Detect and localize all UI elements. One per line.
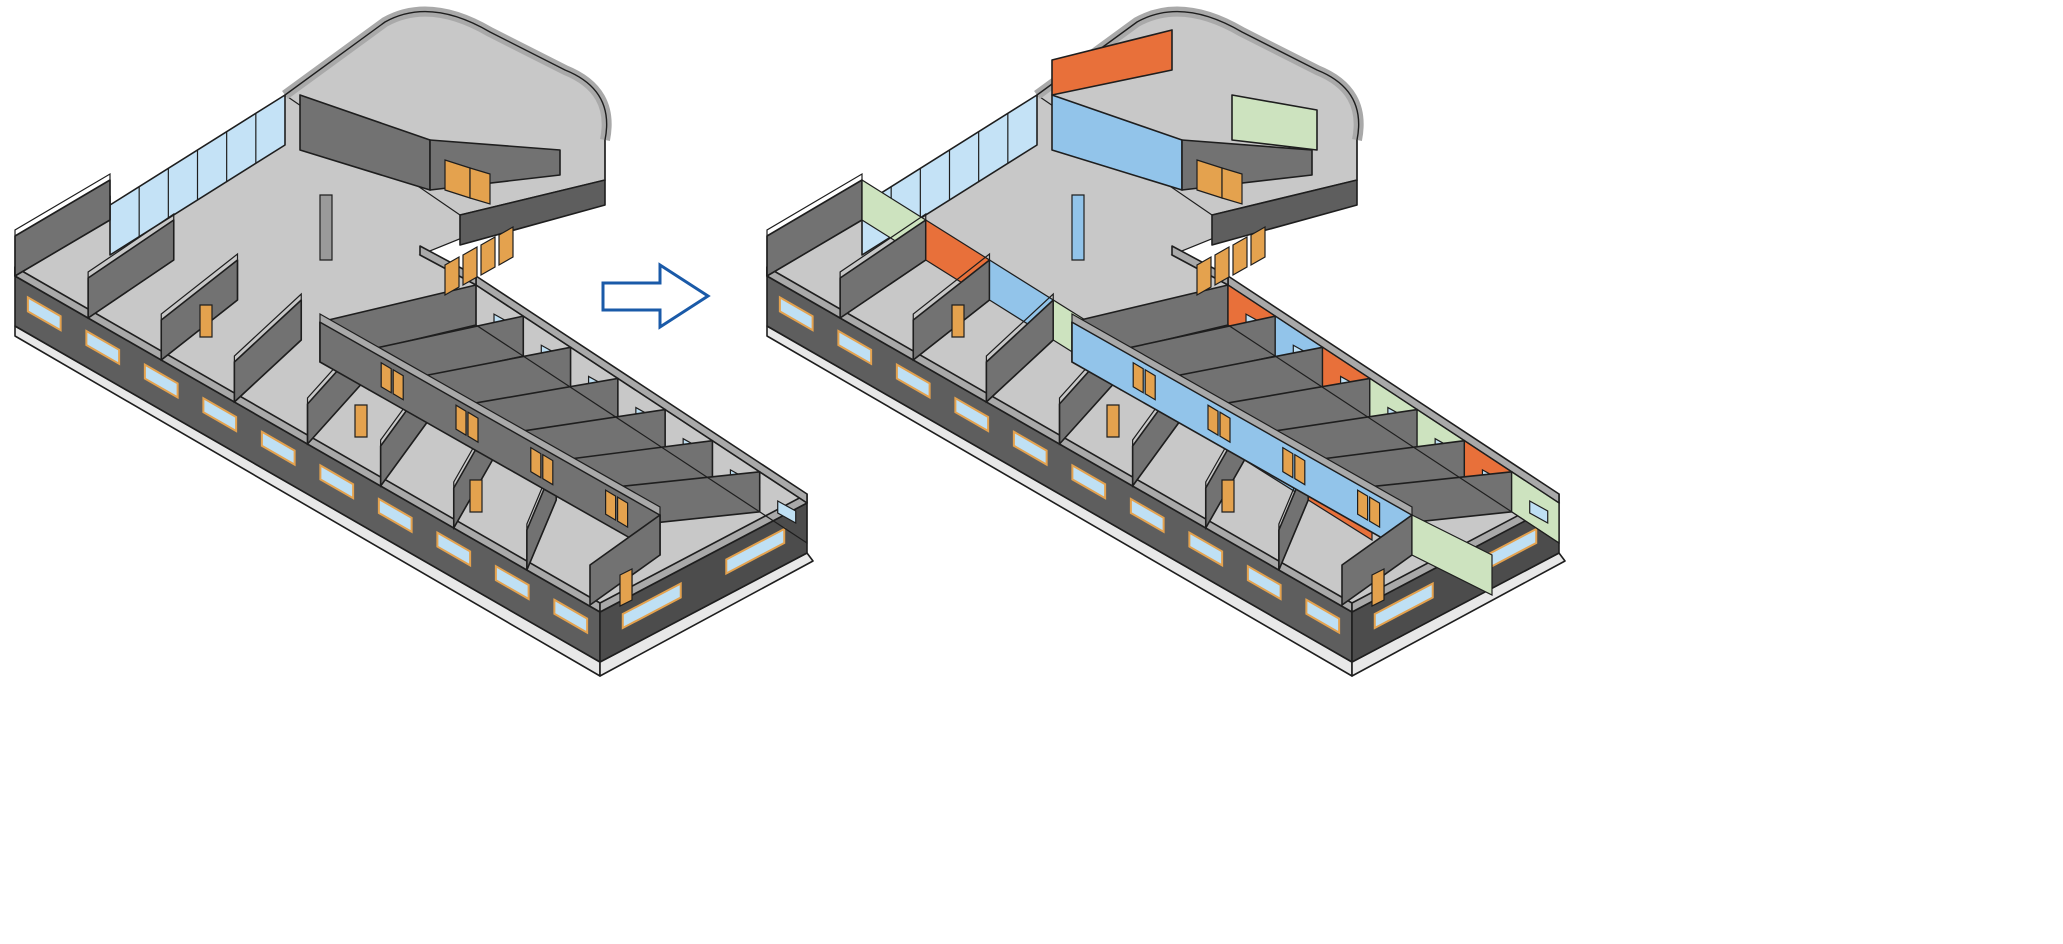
exterior-window-front-frame (1071, 463, 1107, 500)
corridor-door (604, 489, 617, 522)
entrance-door (444, 255, 460, 297)
exterior-window-front-frame (1246, 564, 1282, 601)
room-door (1221, 479, 1235, 513)
exterior-window-front-frame (1129, 497, 1165, 534)
entrance-door (1250, 225, 1266, 267)
corridor-door (455, 404, 467, 437)
room-door (619, 568, 633, 607)
wing-room-finish-orange (1051, 29, 1173, 96)
rear-wing-outer-wall (1211, 139, 1358, 246)
corridor-door (1144, 368, 1156, 401)
building-view-after (765, 6, 1566, 677)
exterior-window-side-frame (1373, 581, 1434, 630)
room-partition-outline (14, 172, 111, 278)
right-arrow-icon (601, 262, 711, 330)
back-window (777, 499, 797, 525)
corridor-door (1207, 404, 1219, 437)
exterior-window-front-frame (26, 295, 62, 332)
exterior-window-front-frame (553, 598, 589, 635)
wing-room-finish-green (1231, 94, 1318, 151)
room-door (469, 479, 483, 513)
exterior-window-front-frame (1012, 430, 1048, 467)
exterior-window-front-frame (1305, 598, 1341, 635)
exterior-window-front-frame (85, 329, 121, 366)
exterior-window-front-frame (319, 463, 355, 500)
room-door (1371, 568, 1385, 607)
exterior-window-front-frame (895, 362, 931, 400)
exterior-window-side-frame (621, 581, 682, 630)
exterior-window-front-frame (377, 497, 413, 534)
exterior-window-front-frame (1188, 530, 1224, 568)
building-view-before (13, 6, 814, 677)
corridor-door (392, 368, 404, 401)
corridor-door (1294, 453, 1306, 486)
corridor-wall-rim (1071, 312, 1413, 517)
room-partition-outline (985, 292, 1054, 404)
room-partition-outline (766, 172, 863, 278)
exterior-window-front-frame (260, 430, 296, 467)
entrance-door (1196, 255, 1212, 297)
corridor-door (380, 361, 392, 394)
entrance-door (498, 225, 514, 267)
corner-room-wall (589, 514, 661, 606)
exterior-wall-back-outline (475, 283, 808, 545)
room-door (199, 304, 213, 338)
corridor-door (1368, 496, 1381, 529)
corridor-door (616, 496, 629, 529)
entrance-door (480, 235, 496, 277)
corridor-door (1282, 446, 1294, 479)
corridor-door (1356, 489, 1369, 522)
exterior-window-front-frame (954, 396, 990, 433)
wing-door-2 (1221, 167, 1243, 205)
room-door (951, 304, 965, 338)
back-window (1529, 499, 1549, 525)
exterior-window-side-frame (725, 527, 786, 576)
room-door (354, 404, 368, 438)
rear-wing-wall-outline (1036, 10, 1360, 141)
corridor-door (530, 446, 542, 479)
entrance-door (462, 245, 478, 287)
exterior-window-front-frame (778, 295, 814, 332)
exterior-window-front-frame (436, 530, 472, 568)
corridor-door (467, 411, 479, 444)
exterior-window-front-frame (837, 329, 873, 366)
column (1071, 194, 1085, 261)
room-door (1106, 404, 1120, 438)
corridor-door (542, 453, 554, 486)
exterior-wall-back-outline (1227, 283, 1560, 545)
room-partition-outline (233, 292, 302, 404)
corridor-door (1132, 361, 1144, 394)
rear-wing-outer-wall (459, 139, 606, 246)
entrance-door (1232, 235, 1248, 277)
exterior-window-front-frame (494, 564, 530, 601)
corridor-door (1219, 411, 1231, 444)
corridor-wall-rim (319, 312, 661, 517)
exterior-window-front-frame (143, 362, 179, 400)
right-arrow-icon-shape (601, 262, 711, 330)
exterior-window-front-frame (202, 396, 238, 433)
rear-wing-wall-outline (284, 10, 608, 141)
column (319, 194, 333, 261)
wing-door-2 (469, 167, 491, 205)
room-partition-outline (87, 212, 175, 320)
entrance-door (1214, 245, 1230, 287)
room-finish-green (1411, 514, 1493, 596)
room-partition-outline (839, 212, 927, 320)
